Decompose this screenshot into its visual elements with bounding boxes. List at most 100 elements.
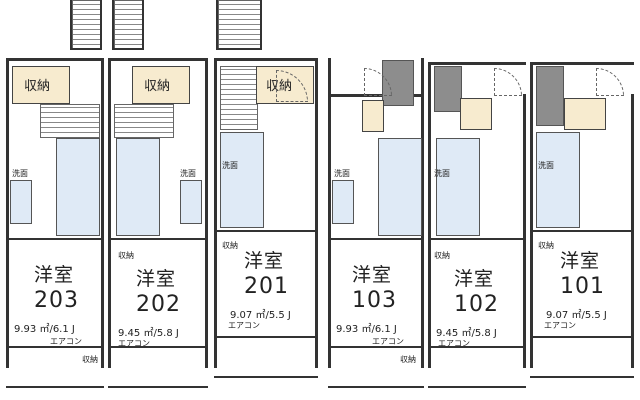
wall [108, 346, 208, 348]
unit-101: 洗面 収納 洋室 101 9.07 ㎡/5.5 J エアコン [530, 58, 634, 368]
balcony-rail [108, 386, 208, 388]
stair-fragment [72, 0, 102, 50]
storage-label: 収納 [222, 241, 238, 250]
closet [132, 66, 190, 104]
wall [205, 58, 208, 368]
room-area: 9.93 ㎡/6.1 J [14, 324, 75, 335]
aircon-label: エアコン [50, 337, 82, 346]
balcony-storage-label: 収納 [82, 355, 98, 364]
wall [428, 62, 431, 368]
closet [564, 98, 606, 130]
balcony-rail [328, 386, 424, 388]
bathroom [436, 138, 480, 236]
wall [421, 58, 424, 368]
wall [112, 48, 144, 50]
stairs [40, 104, 100, 138]
wall [315, 58, 318, 368]
entrance [536, 66, 564, 126]
stair-fragment [218, 0, 262, 50]
stairs [220, 66, 258, 130]
room-number: 101 [560, 274, 605, 299]
unit-102: 洗面 収納 洋室 102 9.45 ㎡/5.8 J エアコン [428, 58, 526, 368]
wall [530, 62, 634, 65]
unit-203: 収納 洗面 洋室 203 9.93 ㎡/6.1 J エアコン 収納 [6, 58, 104, 368]
closet [12, 66, 70, 104]
wall [428, 62, 526, 65]
storage-label: 収納 [118, 251, 134, 260]
room-type: 洋室 [352, 264, 393, 286]
room-type: 洋室 [560, 250, 601, 272]
room-type: 洋室 [136, 268, 177, 290]
kitchen [180, 180, 202, 224]
laundry-label: 洗面 [180, 169, 196, 178]
aircon-label: エアコン [118, 339, 150, 348]
wall [112, 0, 114, 50]
bathroom [116, 138, 160, 236]
room-number: 102 [454, 292, 499, 317]
stairs [114, 104, 174, 138]
balcony-rail [214, 376, 318, 378]
balcony-storage-label: 収納 [400, 355, 416, 364]
wall [214, 230, 318, 232]
laundry-label: 洗面 [334, 169, 350, 178]
wall [6, 58, 104, 61]
wall [108, 58, 208, 61]
closet [362, 100, 384, 132]
room-type: 洋室 [454, 268, 495, 290]
wall [530, 230, 634, 232]
balcony-rail [6, 386, 104, 388]
closet-label: 収納 [24, 79, 51, 94]
room-area: 9.07 ㎡/5.5 J [230, 310, 291, 321]
wall [214, 336, 318, 338]
wall [101, 58, 104, 368]
entrance [434, 66, 462, 112]
wall [214, 58, 217, 368]
wall [328, 238, 424, 240]
stair-fragment [114, 0, 144, 50]
room-number: 103 [352, 288, 397, 313]
wall [108, 58, 111, 368]
wall [523, 94, 526, 368]
laundry-label: 洗面 [434, 169, 450, 178]
wall [108, 238, 208, 240]
wall [70, 48, 102, 50]
unit-103: 洗面 洋室 103 9.93 ㎡/6.1 J エアコン 収納 [328, 58, 424, 368]
wall [6, 58, 9, 368]
wall [216, 48, 262, 50]
kitchen [332, 180, 354, 224]
laundry-label: 洗面 [222, 161, 238, 170]
unit-201: 収納 洗面 収納 洋室 201 9.07 ㎡/5.5 J エアコン [214, 58, 318, 368]
aircon-label: エアコン [228, 321, 260, 330]
wall [6, 238, 104, 240]
kitchen [10, 180, 32, 224]
wall [328, 58, 331, 368]
laundry-label: 洗面 [538, 161, 554, 170]
room-area: 9.45 ㎡/5.8 J [118, 328, 179, 339]
wall [428, 346, 526, 348]
balcony-rail [428, 386, 526, 388]
room-area: 9.07 ㎡/5.5 J [546, 310, 607, 321]
wall [142, 0, 144, 50]
wall [214, 58, 318, 61]
room-type: 洋室 [244, 250, 285, 272]
closet-label: 収納 [144, 79, 171, 94]
wall [6, 346, 104, 348]
storage-label: 収納 [434, 251, 450, 260]
wall [328, 346, 424, 348]
wall [260, 0, 262, 50]
unit-202: 収納 洗面 収納 洋室 202 9.45 ㎡/5.8 J エアコン [108, 58, 208, 368]
aircon-label: エアコン [544, 321, 576, 330]
aircon-label: エアコン [372, 337, 404, 346]
wall [216, 0, 218, 50]
room-number: 201 [244, 274, 289, 299]
bathroom [56, 138, 100, 236]
room-area: 9.93 ㎡/6.1 J [336, 324, 397, 335]
storage-label: 収納 [538, 241, 554, 250]
wall [70, 0, 72, 50]
wall [100, 0, 102, 50]
laundry-label: 洗面 [12, 169, 28, 178]
bathroom [220, 132, 264, 228]
room-area: 9.45 ㎡/5.8 J [436, 328, 497, 339]
room-number: 203 [34, 288, 79, 313]
